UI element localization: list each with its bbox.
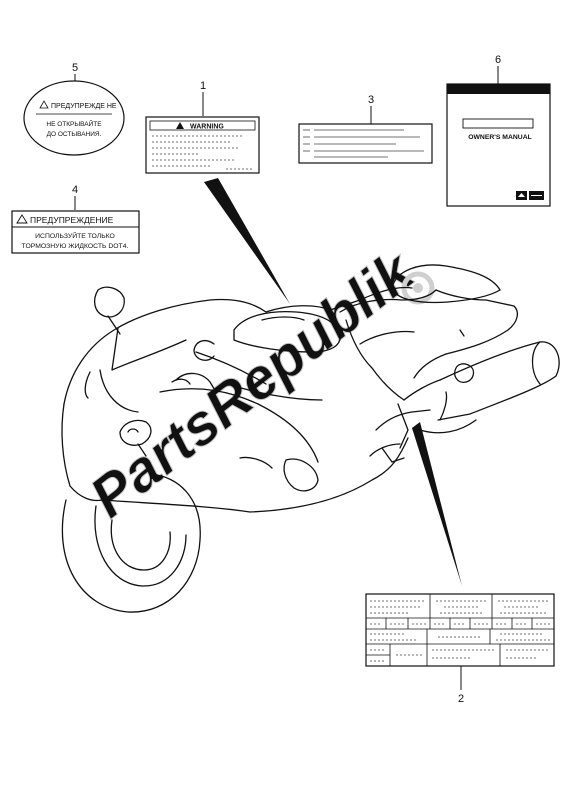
pointer-label-2: [412, 422, 462, 586]
callout-4: 4: [72, 184, 78, 196]
callout-3: 3: [368, 94, 374, 106]
front-fairing: [63, 286, 413, 405]
tail-cowl: [435, 289, 519, 355]
label-1-warning: WARNING: [145, 116, 260, 174]
label-4-title: ПРЕДУПРЕЖДЕНИЕ: [30, 215, 114, 225]
label-5-line-2: ДО ОСТЫВАНИЯ.: [47, 131, 102, 138]
callout-5: 5: [72, 62, 78, 74]
warning-triangle-icon: [176, 122, 184, 129]
watermark: PartsRepublik: [77, 237, 428, 531]
callout-2: 2: [458, 693, 464, 705]
label-3-info: [298, 123, 433, 164]
fuel-tank: [233, 310, 341, 353]
motorcycle-illustration: [61, 264, 560, 613]
label-5-title: ПРЕДУПРЕЖДЕ НЕ: [51, 103, 117, 110]
seat: [339, 289, 437, 313]
callout-1: 1: [200, 80, 206, 92]
watermark-text: PartsRepublik: [78, 237, 428, 530]
label-5-radiator-cap: ПРЕДУПРЕЖДЕ НЕ НЕ ОТКРЫВАЙТЕ ДО ОСТЫВАНИ…: [23, 80, 125, 156]
mirror: [93, 286, 125, 318]
label-6-title: OWNER'S MANUAL: [468, 134, 532, 141]
label-4-brake-fluid: ПРЕДУПРЕЖДЕНИЕ ИСПОЛЬЗУЙТЕ ТОЛЬКО ТОРМОЗ…: [11, 210, 140, 254]
pointer-label-1: [204, 178, 290, 304]
label-1-title: WARNING: [190, 124, 224, 131]
warning-triangle-icon: [16, 214, 28, 224]
front-wheel: [61, 473, 201, 613]
label-5-line-1: НЕ ОТКРЫВАЙТЕ: [46, 119, 102, 128]
label-6-owners-manual: OWNER'S MANUAL: [446, 83, 551, 207]
label-4-line-1: ИСПОЛЬЗУЙТЕ ТОЛЬКО: [35, 231, 115, 240]
label-4-line-2: ТОРМОЗНУЮ ЖИДКОСТЬ DOT4.: [22, 243, 129, 250]
callout-6: 6: [495, 54, 501, 66]
muffler: [437, 341, 560, 421]
label-2-info-table: [365, 593, 555, 667]
warning-triangle-icon: [39, 100, 49, 109]
